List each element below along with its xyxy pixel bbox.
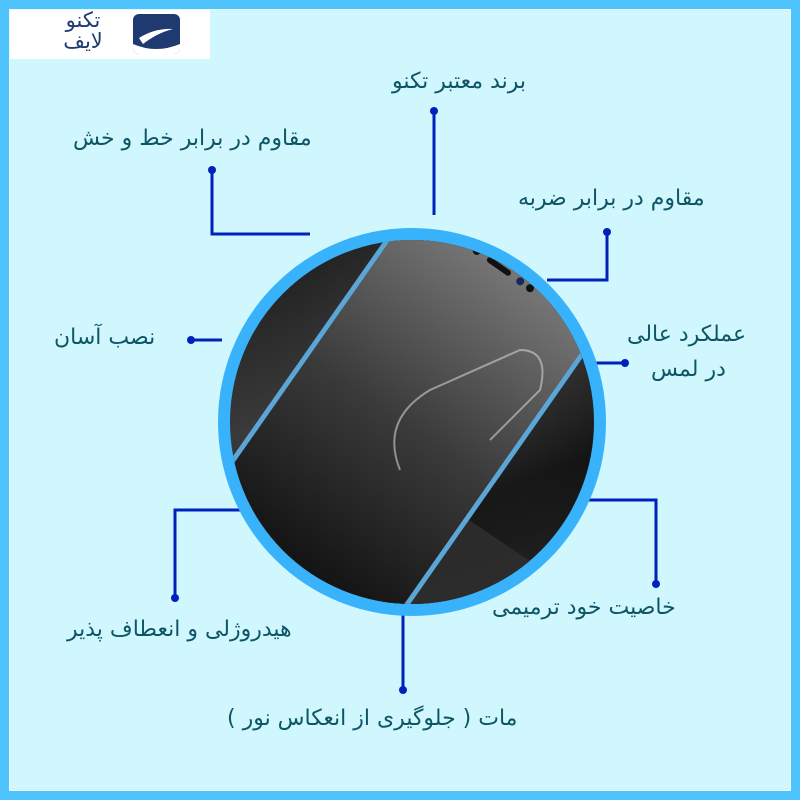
- feature-brand: برند معتبر تکنو: [392, 69, 527, 94]
- feature-touch-line-1: عملکرد عالی: [627, 322, 747, 347]
- product-photo: [218, 228, 606, 616]
- logo-icon: [133, 14, 180, 54]
- logo: تکنو لایف: [10, 10, 210, 59]
- feature-touch-line-2: در لمس: [651, 357, 726, 382]
- logo-wordmark: تکنو لایف: [38, 10, 128, 52]
- feature-self-healing: خاصیت خود ترمیمی: [492, 595, 676, 620]
- feature-scratch-resistant: مقاوم در برابر خط و خش: [73, 126, 312, 151]
- logo-line-2: لایف: [63, 29, 103, 53]
- logo-line-1: تکنو: [65, 8, 101, 32]
- feature-matte: مات ( جلوگیری از انعکاس نور ): [227, 706, 518, 731]
- feature-easy-install: نصب آسان: [54, 325, 156, 350]
- phone-illustration: [230, 240, 594, 604]
- feature-hydrogel: هیدروژلی و انعطاف پذیر: [67, 617, 292, 642]
- feature-impact-resistant: مقاوم در برابر ضربه: [518, 186, 705, 211]
